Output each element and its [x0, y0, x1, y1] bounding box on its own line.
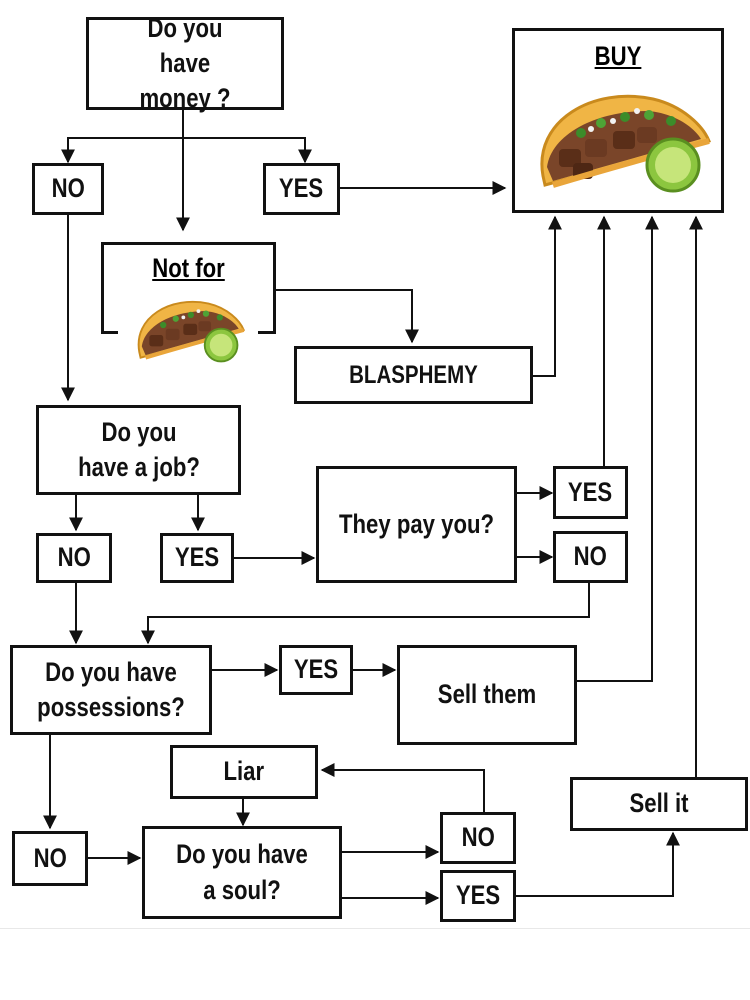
- blasphemy-to-buy-arrow: [533, 215, 562, 377]
- blasphemy-box: BLASPHEMY: [294, 346, 533, 404]
- no-job-box: NO: [36, 533, 112, 583]
- notfor-to-blasphemy-arrow: [276, 289, 419, 344]
- sell-it-box: Sell it: [570, 777, 748, 831]
- yes-job-text: YES: [174, 542, 220, 573]
- not-for-title: Not for: [152, 253, 225, 283]
- blasphemy-text: BLASPHEMY: [349, 360, 478, 389]
- yes-pay-box: YES: [553, 466, 628, 519]
- taco-icon: [137, 301, 245, 363]
- nosoul-to-liar-arrow: [320, 763, 485, 812]
- yes-possessions-text: YES: [293, 654, 339, 685]
- yes-soul-box: YES: [440, 870, 516, 922]
- no-money-text: NO: [51, 173, 85, 204]
- yes-money-box: YES: [263, 163, 340, 215]
- no-possessions-box: NO: [12, 831, 88, 886]
- money-question-box: Do you have money ?: [86, 13, 284, 113]
- soul-question-text: Do you have a soul?: [176, 839, 308, 905]
- sell-it-text: Sell it: [629, 788, 689, 819]
- sellthem-to-buy-arrow: [577, 215, 659, 682]
- money-to-yes-arrow: [183, 137, 312, 164]
- sell-them-text: Sell them: [437, 679, 537, 710]
- possessions-question-text: Do you have possessions?: [37, 656, 185, 722]
- liar-text: Liar: [223, 756, 265, 787]
- no-soul-box: NO: [440, 812, 516, 864]
- no-money-box: NO: [32, 163, 104, 215]
- yes-job-box: YES: [160, 533, 234, 583]
- taco-icon: [540, 94, 711, 193]
- yes-soul-text: YES: [455, 880, 501, 911]
- yes-pay-text: YES: [568, 476, 613, 507]
- no-pay-text: NO: [573, 541, 608, 572]
- soul-question-box: Do you have a soul?: [142, 826, 342, 919]
- possessions-question-box: Do you have possessions?: [10, 645, 212, 735]
- pay-question-text: They pay you?: [338, 508, 495, 539]
- yessoul-to-sellit-arrow: [516, 831, 680, 897]
- money-question-text: Do you have money ?: [139, 12, 231, 114]
- job-question-text: Do you have a job?: [77, 416, 200, 482]
- yes-money-text: YES: [279, 173, 324, 204]
- nopay-to-possessions-arrow: [141, 583, 590, 645]
- sell-them-box: Sell them: [397, 645, 577, 745]
- no-pay-box: NO: [553, 531, 628, 583]
- yes-possessions-box: YES: [279, 645, 353, 695]
- buy-title: BUY: [594, 41, 642, 71]
- pay-question-box: They pay you?: [316, 466, 517, 583]
- no-job-text: NO: [57, 542, 91, 573]
- job-question-box: Do you have a job?: [36, 405, 241, 495]
- no-possessions-text: NO: [33, 842, 67, 873]
- buy-box: BUY: [512, 28, 724, 213]
- no-soul-text: NO: [461, 822, 495, 853]
- liar-box: Liar: [170, 745, 318, 799]
- not-for-box: Not for: [101, 242, 276, 334]
- page-divider: [0, 928, 750, 929]
- money-to-no-arrow: [61, 110, 184, 164]
